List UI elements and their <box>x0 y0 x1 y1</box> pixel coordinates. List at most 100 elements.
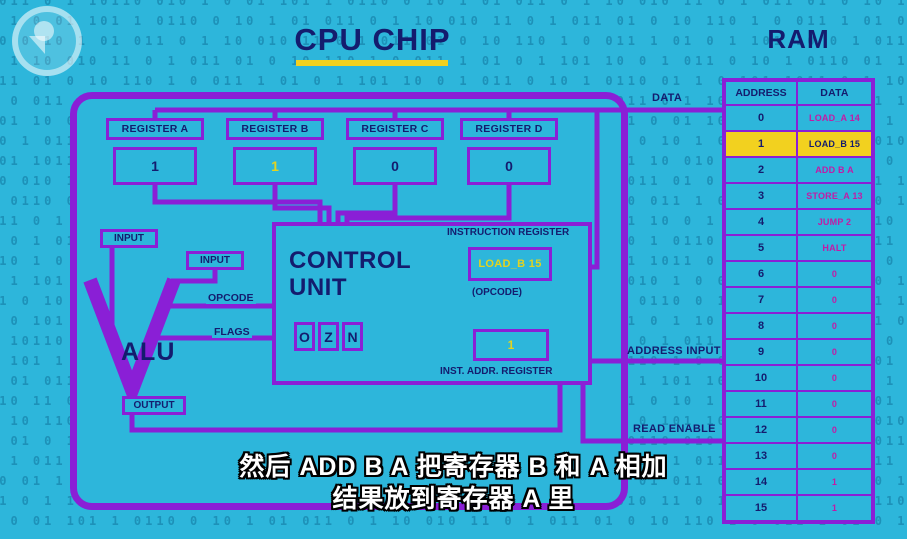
ram-data-cell: 0 <box>797 391 872 417</box>
ram-data-cell: LOAD_A 14 <box>797 105 872 131</box>
register-value: 1 <box>113 147 197 185</box>
flag-box: N <box>342 322 363 351</box>
pbs-face-icon <box>29 21 54 54</box>
ram-data-cell: LOAD_B 15 <box>797 131 872 157</box>
wire-register-d-out <box>344 185 512 226</box>
alu-label: ALU <box>121 338 176 366</box>
register-label: REGISTER D <box>460 118 558 140</box>
page-title: CPU CHIP <box>294 22 451 57</box>
binary-background-row: 0 1 0 01 101 1 0110 0 10 1 01 011 0 1 10… <box>0 14 907 28</box>
ram-data-cell: HALT <box>797 235 872 261</box>
ram-data-cell: ADD B A <box>797 157 872 183</box>
control-unit-title-line1: CONTROL <box>289 247 412 274</box>
register-label: REGISTER A <box>106 118 204 140</box>
ram-header-row: ADDRESS DATA <box>725 81 872 105</box>
register-value: 1 <box>233 147 317 185</box>
ram-address-cell: 13 <box>725 443 797 469</box>
control-unit-title: CONTROL UNIT <box>289 247 411 301</box>
ram-address-cell: 8 <box>725 313 797 339</box>
alu-output-label: OUTPUT <box>122 396 186 415</box>
register-value: 0 <box>467 147 551 185</box>
ram-address-cell: 2 <box>725 157 797 183</box>
ram-data-cell: 0 <box>797 365 872 391</box>
subtitle-line-2: 结果放到寄存器 A 里 <box>332 485 575 513</box>
wire-read-enable <box>580 383 722 444</box>
wire-alu-output <box>129 385 563 433</box>
ram-data-cell: JUMP 2 <box>797 209 872 235</box>
binary-background-row: 0 1 10 010 11 0 1 011 01 0 10 110 1 0 01… <box>0 54 907 68</box>
ram-data-cell: 0 <box>797 261 872 287</box>
binary-background-row: 10 0 10 1 01 011 0 1 10 010 11 0 1 011 0… <box>0 34 907 48</box>
wire-data-bus <box>152 107 722 118</box>
opcode-caption: (OPCODE) <box>472 287 522 298</box>
ram-data-cell: 1 <box>797 495 872 521</box>
pbs-logo <box>12 6 82 76</box>
address-input-label: ADDRESS INPUT <box>627 345 721 357</box>
control-unit-title-line2: UNIT <box>289 274 347 301</box>
ram-data-cell: 0 <box>797 417 872 443</box>
register-label: REGISTER C <box>346 118 444 140</box>
inst-addr-register-label: INST. ADDR. REGISTER <box>440 366 553 377</box>
ram-address-cell: 12 <box>725 417 797 443</box>
flag-box: Z <box>318 322 339 351</box>
ram-data-cell: STORE_A 13 <box>797 183 872 209</box>
ram-data-cell: 0 <box>797 443 872 469</box>
instruction-register-value: LOAD_B 15 <box>478 258 542 270</box>
title-underline <box>296 60 448 66</box>
alu-input2-label: INPUT <box>186 251 244 270</box>
instruction-register-box: LOAD_B 15 <box>468 247 552 281</box>
ram-title: RAM <box>767 24 830 54</box>
ram-address-cell: 10 <box>725 365 797 391</box>
register-value: 0 <box>353 147 437 185</box>
ram-address-cell: 4 <box>725 209 797 235</box>
wire-register-c-out <box>335 185 398 226</box>
ram-address-cell: 6 <box>725 261 797 287</box>
binary-background-row: 1011 0 1 10110 010 1 0 01 101 1 0110 0 1… <box>0 0 907 8</box>
wire-alu-input2 <box>171 269 218 284</box>
alu-input1-label: INPUT <box>100 229 158 248</box>
ram-data-cell: 0 <box>797 313 872 339</box>
ram-data-cell: 0 <box>797 339 872 365</box>
subtitle-line-1: 然后 ADD B A 把寄存器 B 和 A 相加 <box>239 453 668 481</box>
flag-box: O <box>294 322 315 351</box>
data-bus-label: DATA <box>652 92 683 104</box>
wire-register-b-out <box>272 185 332 226</box>
ram-data-cell: 1 <box>797 469 872 495</box>
ram-address-cell: 15 <box>725 495 797 521</box>
ram-address-cell: 14 <box>725 469 797 495</box>
inst-addr-register-value: 1 <box>507 338 515 352</box>
inst-addr-register-box: 1 <box>473 329 549 361</box>
ram-address-cell: 5 <box>725 235 797 261</box>
ram-address-cell: 0 <box>725 105 797 131</box>
ram-address-cell: 3 <box>725 183 797 209</box>
ram-address-cell: 1 <box>725 131 797 157</box>
ram-data-cell: 0 <box>797 287 872 313</box>
wire-register-a-out <box>152 185 323 226</box>
read-enable-label: READ ENABLE <box>633 423 716 435</box>
ram-address-cell: 9 <box>725 339 797 365</box>
instruction-register-label: INSTRUCTION REGISTER <box>447 227 570 238</box>
ram-address-cell: 7 <box>725 287 797 313</box>
ram-address-cell: 11 <box>725 391 797 417</box>
alu-flags-label: FLAGS <box>212 326 252 338</box>
alu-opcode-label: OPCODE <box>206 292 256 304</box>
